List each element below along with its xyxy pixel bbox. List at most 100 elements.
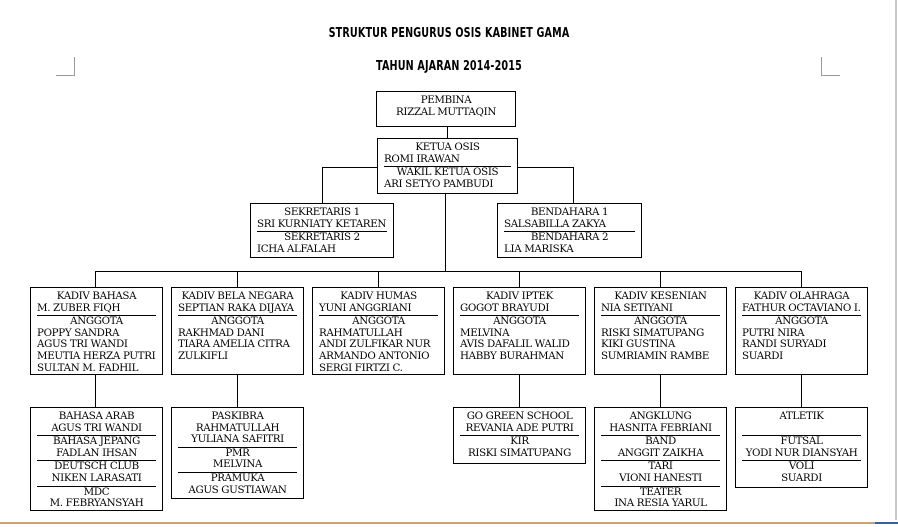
club-leader: SUARDI: [781, 471, 822, 484]
member: ZULKIFLI: [178, 349, 228, 362]
member: HABBY BURAHMAN: [460, 349, 564, 362]
divider: [178, 446, 297, 448]
members-label: ANGGOTA: [211, 315, 264, 328]
club-leader: RISKI SIMATUPANG: [467, 446, 572, 459]
member: POPPY SANDRA: [37, 326, 120, 339]
club-name: BAHASA JEPANG: [53, 435, 140, 448]
club-leader: HASNITA FEBRIANI: [609, 421, 712, 434]
page-bottom-border-accent: [875, 522, 898, 524]
bendahara-1-role: BENDAHARA 1: [530, 206, 609, 218]
member: ARMANDO ANTONIO: [319, 349, 430, 362]
connector-to-bendahara: [573, 167, 574, 203]
member: MEUTIA HERZA PUTRI: [37, 349, 156, 362]
clubs-bahasa: BAHASA ARAB AGUS TRI WANDI BAHASA JEPANG…: [30, 407, 163, 511]
bendahara-2-name: LIA MARISKA: [504, 242, 574, 255]
division-head: FATHUR OCTAVIANO I.: [742, 301, 861, 314]
division-role: KADIV IPTEK: [486, 290, 553, 302]
divider: [384, 166, 511, 168]
member: RANDI SURYADI: [742, 338, 827, 351]
club-name: PMR: [225, 446, 250, 459]
bendahara-2-role: BENDAHARA 2: [530, 231, 609, 244]
club-name: KIR: [510, 435, 529, 448]
division-head: GOGOT BRAYUDI: [460, 301, 550, 314]
member: AGUS TRI WANDI: [37, 338, 128, 351]
chart-title: STRUKTUR PENGURUS OSIS KABINET GAMA: [328, 26, 570, 41]
connector-div-5: [660, 271, 661, 287]
ketua-role: KETUA OSIS: [415, 141, 480, 153]
division-kesenian: KADIV KESENIAN NIA SETIYANI ANGGOTA RISK…: [594, 287, 727, 375]
bendahara-1-name: SALSABILLA ZAKYA: [504, 217, 606, 230]
divider: [37, 315, 156, 317]
club-leader: NIKEN LARASATI: [51, 471, 142, 484]
crop-mark-top-right: [821, 57, 840, 76]
members-label: ANGGOTA: [634, 315, 687, 328]
division-role: KADIV BELA NEGARA: [181, 290, 294, 302]
division-head: SEPTIAN RAKA DIJAYA: [178, 301, 294, 314]
divider: [504, 231, 635, 233]
divider: [601, 435, 720, 437]
club-leader: ANGGIT ZAIKHA: [617, 446, 704, 459]
member: TIARA AMELIA CITRA: [178, 338, 290, 351]
connector-belanegara-clubs: [237, 375, 238, 407]
crop-mark-top-left: [56, 57, 75, 76]
member: RAHMATULLAH: [319, 326, 403, 339]
club-name: TARI: [648, 460, 673, 473]
clubs-kesenian: ANGKLUNG HASNITA FEBRIANI BAND ANGGIT ZA…: [594, 407, 727, 511]
connector-to-sekretaris: [322, 167, 323, 203]
ketua-box: KETUA OSIS ROMI IRAWAN WAKIL KETUA OSIS …: [377, 138, 518, 194]
club-leader: AGUS TRI WANDI: [51, 421, 142, 434]
clubs-olahraga: ATLETIK FUTSAL YODI NUR DIANSYAH VOLI SU…: [735, 407, 868, 488]
divider: [319, 315, 438, 317]
club-leader: RAHMATULLAH: [195, 421, 280, 434]
member: MELVINA: [460, 326, 510, 339]
divider: [601, 460, 720, 462]
sekretaris-box: SEKRETARIS 1 SRI KURNIATY KETAREN SEKRET…: [250, 203, 394, 258]
connector-iptek-clubs: [519, 375, 520, 407]
divider: [37, 435, 156, 437]
club-leader: YODI NUR DIANSYAH: [745, 446, 858, 459]
divider: [460, 315, 579, 317]
connector-bahasa-clubs: [95, 375, 96, 407]
sekretaris-1-role: SEKRETARIS 1: [284, 206, 360, 218]
club-leader: M. FEBRYANSYAH: [49, 497, 144, 510]
members-label: ANGGOTA: [70, 315, 123, 328]
member: RAKHMAD DANI: [178, 326, 264, 339]
club-leader: [742, 423, 861, 435]
club-name: MDC: [83, 485, 110, 498]
connector-pembina-ketua: [447, 126, 448, 138]
pembina-role: PEMBINA: [420, 94, 472, 106]
members-label: ANGGOTA: [493, 315, 546, 328]
division-bela-negara: KADIV BELA NEGARA SEPTIAN RAKA DIJAYA AN…: [171, 287, 304, 375]
club-leader: FADLAN IHSAN: [56, 446, 137, 459]
club-name: GO GREEN SCHOOL: [466, 410, 573, 422]
divider: [742, 460, 861, 462]
divider: [601, 485, 720, 487]
division-role: KADIV BAHASA: [56, 290, 137, 302]
connector-div-2: [237, 271, 238, 287]
connector-ketua-down: [445, 193, 446, 271]
division-iptek: KADIV IPTEK GOGOT BRAYUDI ANGGOTA MELVIN…: [453, 287, 586, 375]
chart-subtitle: TAHUN AJARAN 2014-2015: [376, 59, 522, 74]
member: RISKI SIMATUPANG: [601, 326, 705, 339]
connector-div-6: [801, 271, 802, 287]
division-bahasa: KADIV BAHASA M. ZUBER FIQH ANGGOTA POPPY…: [30, 287, 163, 375]
club-leader: AGUS GUSTIAWAN: [188, 483, 287, 496]
member: ANDI ZULFIKAR NUR: [319, 338, 431, 351]
club-name: PASKIBRA: [211, 410, 264, 422]
connector-div-3: [378, 271, 379, 287]
divider: [37, 485, 156, 487]
pembina-box: PEMBINA RIZZAL MUTTAQIN: [376, 91, 516, 127]
division-role: KADIV KESENIAN: [614, 290, 707, 302]
divider: [460, 435, 579, 437]
connector-kesenian-clubs: [660, 375, 661, 407]
divider: [257, 231, 387, 233]
divider: [742, 315, 861, 317]
divider: [742, 435, 861, 437]
division-role: KADIV OLAHRAGA: [753, 290, 850, 302]
division-head: NIA SETIYANI: [601, 301, 673, 314]
division-olahraga: KADIV OLAHRAGA FATHUR OCTAVIANO I. ANGGO…: [735, 287, 868, 375]
divider: [178, 315, 297, 317]
member: AVIS DAFALIL WALID: [460, 338, 570, 351]
wakil-ketua-name: ARI SETYO PAMBUDI: [384, 177, 494, 190]
club-name: ANGKLUNG: [629, 410, 692, 422]
